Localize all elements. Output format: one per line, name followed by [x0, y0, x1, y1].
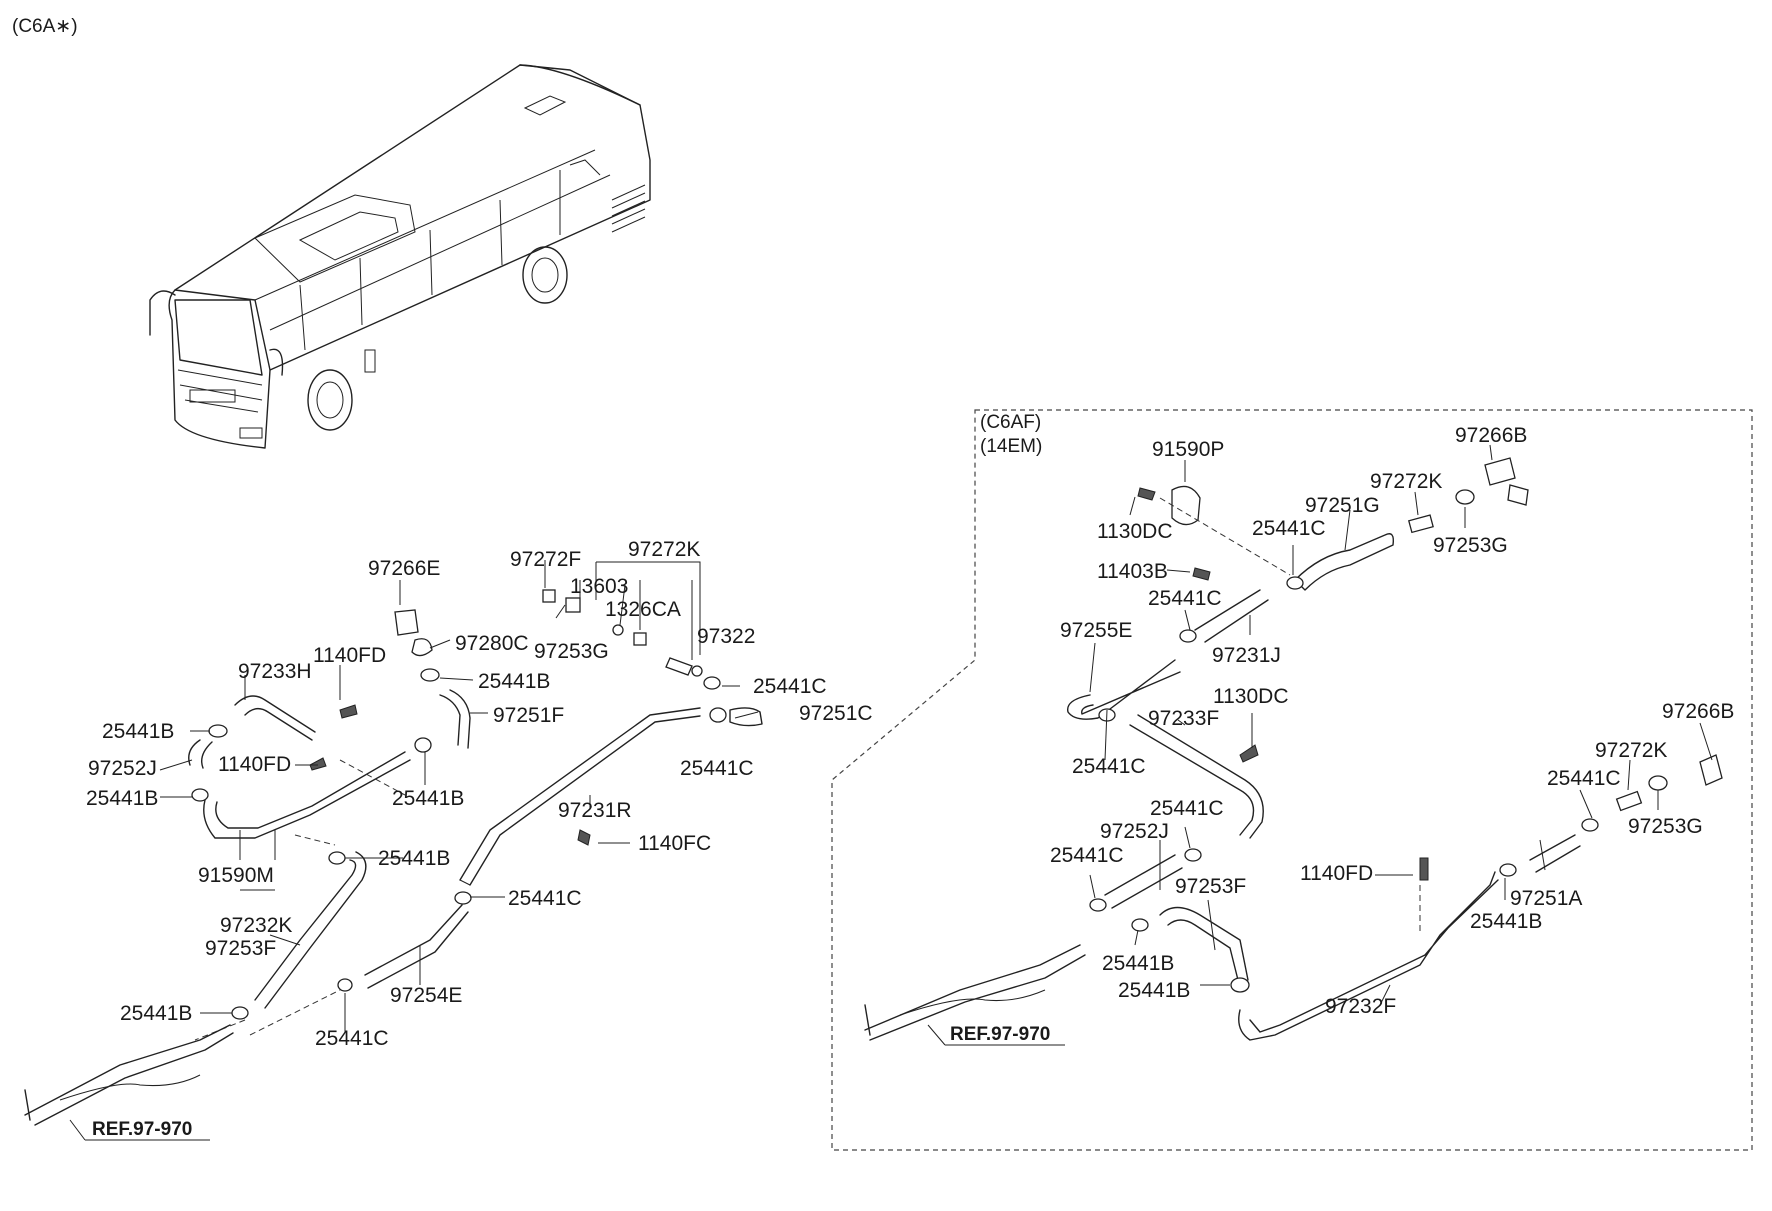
part-label: 97251F — [493, 704, 564, 727]
part-label: 25441C — [1148, 587, 1222, 610]
part-label: 97280C — [455, 632, 529, 655]
part-label: 25441B — [1102, 952, 1174, 975]
part-label: 97266B — [1662, 700, 1734, 723]
part-label: 25441B — [1118, 979, 1190, 1002]
left-part-labels: 97266E 97272F 97272K 13603 1326CA 97322 … — [86, 538, 873, 1050]
leader-lines — [69, 444, 1713, 1141]
part-label: 97253G — [1433, 534, 1508, 557]
part-label: 25441B — [378, 847, 450, 870]
part-label: 25441C — [1072, 755, 1146, 778]
part-label: 25441C — [508, 887, 582, 910]
part-label: 25441B — [120, 1002, 192, 1025]
part-label: 1140FD — [1300, 862, 1373, 885]
part-label: 1326CA — [605, 598, 681, 621]
subsection-code: (C6AF) — [980, 412, 1041, 433]
part-label: 13603 — [570, 575, 628, 598]
part-label: 97252J — [1100, 820, 1169, 843]
part-label: 97251A — [1510, 887, 1582, 910]
part-label: 1130DC — [1097, 520, 1173, 543]
ref-label-right: REF.97-970 — [950, 1024, 1050, 1045]
part-label: 25441C — [680, 757, 754, 780]
part-label: 97251C — [799, 702, 873, 725]
part-label: 97233H — [238, 660, 312, 683]
variant-code: (C6A∗) — [12, 16, 78, 37]
ref-label-left: REF.97-970 — [92, 1119, 192, 1140]
part-label: 91590M — [198, 864, 274, 887]
part-label: 97231R — [558, 799, 632, 822]
part-label: 25441C — [1252, 517, 1326, 540]
part-label: 97272K — [628, 538, 700, 561]
subsection-frame — [831, 409, 1753, 1151]
part-label: 97251G — [1305, 494, 1380, 517]
part-label: 97266E — [368, 557, 440, 580]
part-label: 97232F — [1325, 995, 1396, 1018]
part-label: 25441C — [1050, 844, 1124, 867]
right-assembly — [864, 457, 1723, 1041]
part-label: 97253F — [1175, 875, 1246, 898]
subsection-engine: (14EM) — [980, 436, 1042, 457]
part-label: 97253G — [534, 640, 609, 663]
part-label: 97252J — [88, 757, 157, 780]
part-label: 1130DC — [1213, 685, 1289, 708]
part-label: 97322 — [697, 625, 755, 648]
part-label: 25441C — [1150, 797, 1224, 820]
part-label: 97272K — [1595, 739, 1667, 762]
part-label: 97232K — [220, 914, 292, 937]
part-label: 97253G — [1628, 815, 1703, 838]
part-label: 25441C — [753, 675, 827, 698]
part-label: 97231J — [1212, 644, 1281, 667]
part-label: 25441B — [1470, 910, 1542, 933]
part-label: 25441B — [478, 670, 550, 693]
part-label: 1140FD — [218, 753, 291, 776]
part-label: 25441C — [315, 1027, 389, 1050]
part-label: 97272F — [510, 548, 581, 571]
left-assembly — [24, 589, 763, 1126]
part-label: 11403B — [1097, 560, 1168, 583]
part-label: 97233F — [1148, 707, 1219, 730]
part-label: 97253F — [205, 937, 276, 960]
right-part-labels: 91590P 97266B 97272K 1130DC 25441C 97251… — [1050, 424, 1734, 1018]
part-label: 97255E — [1060, 619, 1132, 642]
part-label: 97272K — [1370, 470, 1442, 493]
part-label: 25441B — [102, 720, 174, 743]
part-label: 97266B — [1455, 424, 1527, 447]
bus-illustration — [149, 64, 651, 449]
part-label: 91590P — [1152, 438, 1224, 461]
part-label: 25441B — [392, 787, 464, 810]
part-label: 97254E — [390, 984, 462, 1007]
part-label: 25441C — [1547, 767, 1621, 790]
part-label: 1140FD — [313, 644, 386, 667]
part-label: 25441B — [86, 787, 158, 810]
part-label: 1140FC — [638, 832, 711, 855]
